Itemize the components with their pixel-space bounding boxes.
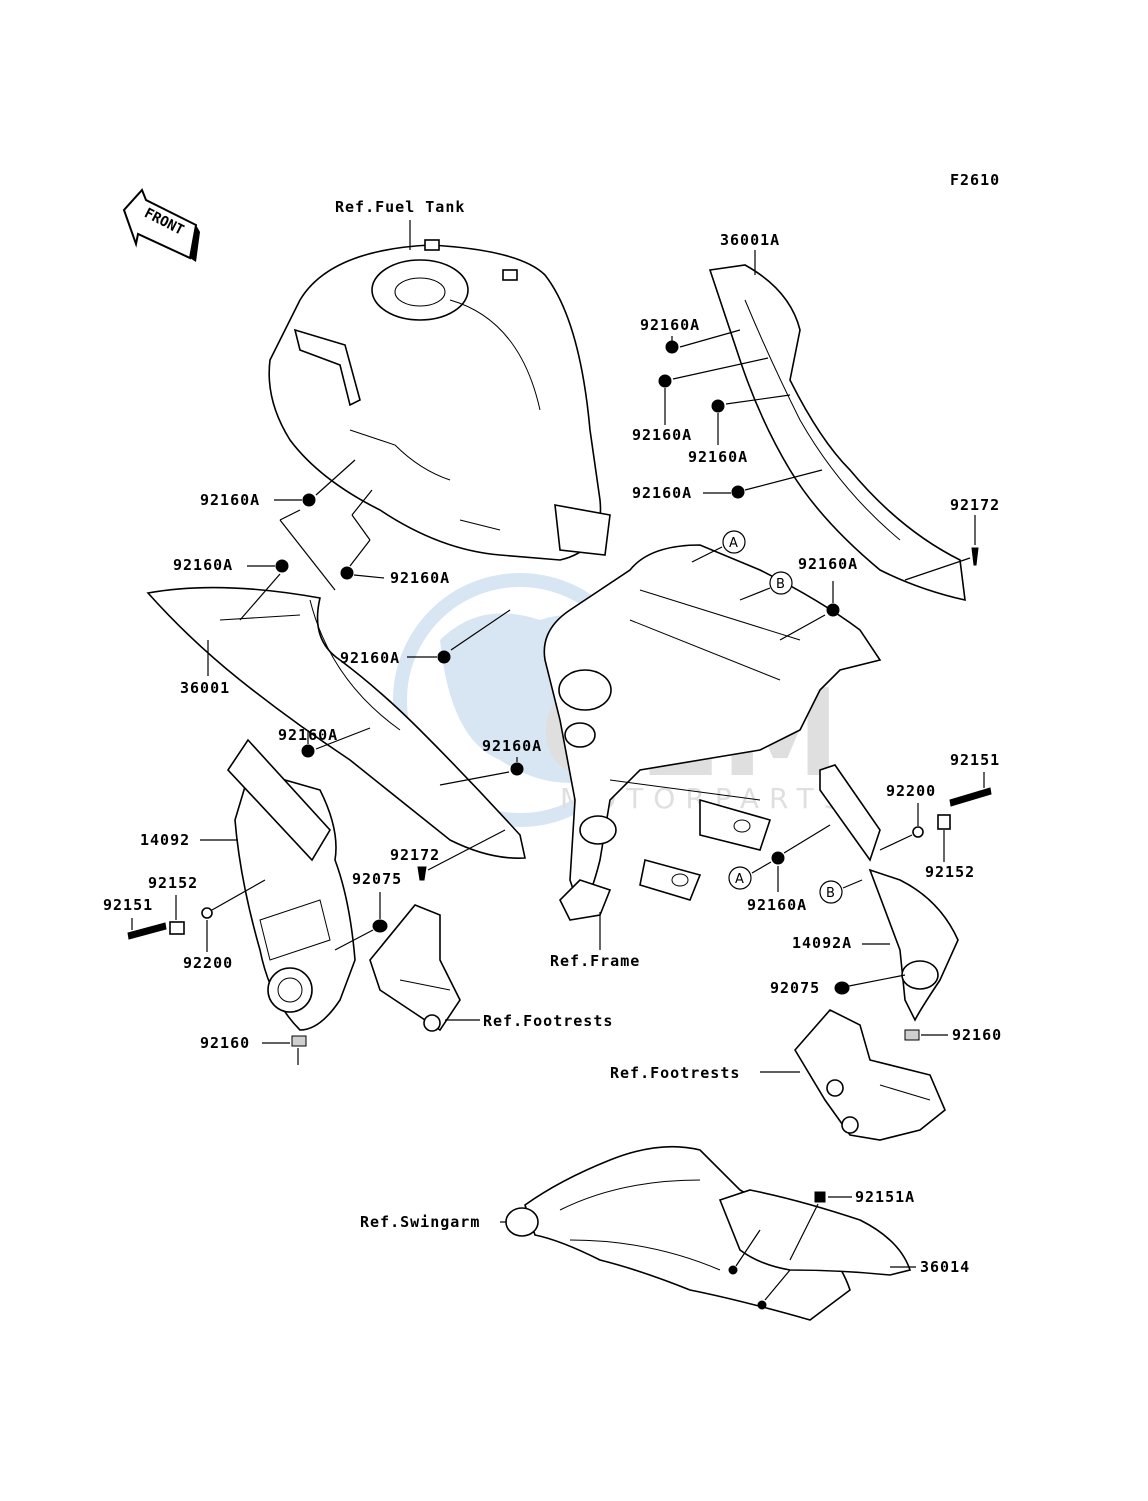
svg-text:A: A [735, 872, 744, 887]
label-92160a-6: 92160A [200, 491, 260, 509]
label-92160-right: 92160 [952, 1026, 1002, 1044]
label-ref-footrests-right-text: Ref.Footrests [610, 1064, 740, 1082]
label-36014: 36014 [920, 1258, 970, 1276]
label-92160a-1: 92160A [640, 316, 700, 334]
label-92160a-7: 92160A [173, 556, 233, 574]
fuel-tank-reference [268, 239, 611, 561]
label-92172-left: 92172 [390, 846, 440, 864]
label-92160a-8: 92160A [390, 569, 450, 587]
label-14092a: 14092A [792, 934, 852, 952]
callout-a-bottom: A [728, 866, 752, 890]
label-92200-left: 92200 [183, 954, 233, 972]
label-92160a-5: 92160A [798, 555, 858, 573]
label-92172-right: 92172 [950, 496, 1000, 514]
frame-reference [543, 544, 882, 921]
label-92160a-9: 92160A [340, 649, 400, 667]
part-14092-shape [226, 738, 356, 1031]
label-92160a-11: 92160A [482, 737, 542, 755]
label-92075-left: 92075 [352, 870, 402, 888]
label-92075-right: 92075 [770, 979, 820, 997]
svg-text:B: B [776, 577, 785, 592]
part-14092a-shape [819, 764, 959, 1022]
part-36001a-shape [708, 264, 966, 602]
label-92151a: 92151A [855, 1188, 915, 1206]
callout-a-top: A [722, 530, 746, 554]
footrest-left-reference [369, 904, 461, 1032]
label-ref-footrests-left: Ref.Footrests [483, 1012, 613, 1030]
callout-b-bottom: B [819, 880, 843, 904]
label-92160a-12: 92160A [747, 896, 807, 914]
label-14092: 14092 [140, 831, 190, 849]
figure-code: F2610 [950, 171, 1000, 189]
label-92151-right: 92151 [950, 751, 1000, 769]
label-92152-left: 92152 [148, 874, 198, 892]
label-92151-left: 92151 [103, 896, 153, 914]
swingarm-reference [505, 1145, 851, 1321]
callout-b-top: B [769, 571, 793, 595]
footrest-right-reference [794, 1009, 946, 1141]
label-92200-right: 92200 [886, 782, 936, 800]
svg-text:A: A [729, 536, 738, 551]
label-36001a: 36001A [720, 231, 780, 249]
front-arrow-icon: FRONT [122, 188, 200, 262]
part-36001-shape [146, 586, 526, 859]
part-36014-shape [718, 1189, 912, 1276]
label-92152-right: 92152 [925, 863, 975, 881]
label-92160a-4: 92160A [632, 484, 692, 502]
svg-text:B: B [826, 886, 835, 901]
label-92160-left: 92160 [200, 1034, 250, 1052]
label-36001: 36001 [180, 679, 230, 697]
label-ref-swingarm: Ref.Swingarm [360, 1213, 480, 1231]
label-92160a-2: 92160A [632, 426, 692, 444]
label-92160a-3: 92160A [688, 448, 748, 466]
label-ref-frame: Ref.Frame [550, 952, 640, 970]
label-ref-fuel-tank: Ref.Fuel Tank [335, 198, 465, 216]
